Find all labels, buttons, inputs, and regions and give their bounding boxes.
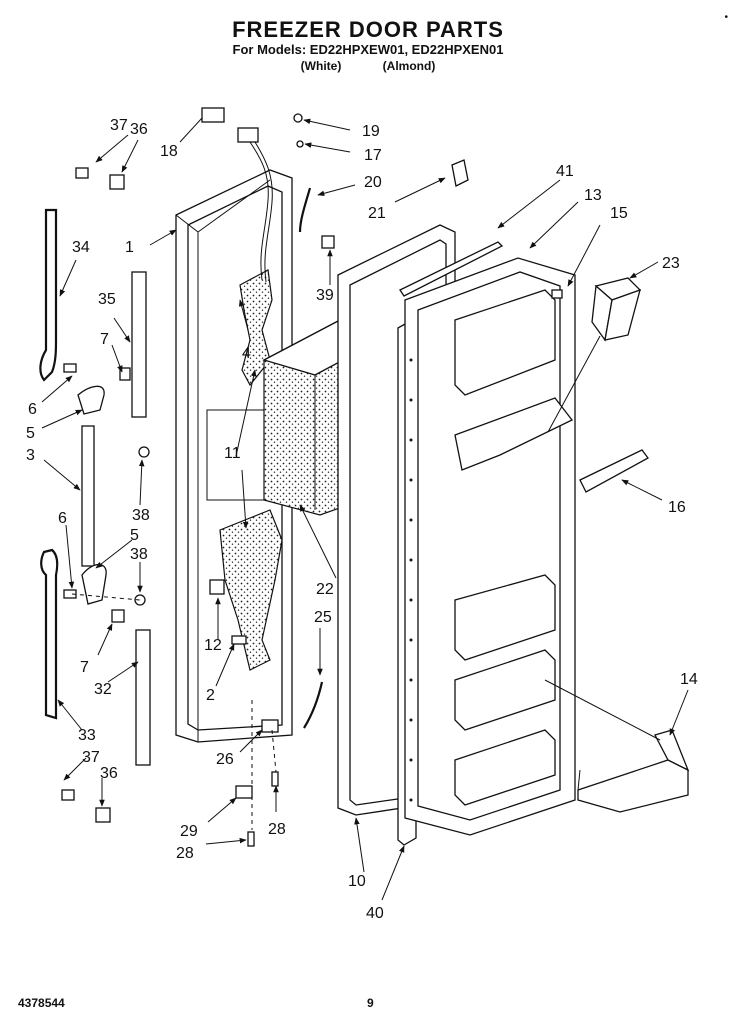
callout-22: 22 [316,581,334,598]
callout-26: 26 [216,751,234,768]
callout-15: 15 [610,205,628,222]
callout-5-upper: 5 [26,425,35,442]
callout-41: 41 [556,163,574,180]
callout-32: 32 [94,681,112,698]
top-trim-strip [399,241,504,297]
callout-29: 29 [180,823,198,840]
corner-mark: • [724,12,728,23]
door-liner [404,257,576,836]
callout-38-lower: 38 [130,546,148,563]
callout-33: 33 [78,727,96,744]
left-trim-parts [39,208,151,766]
callout-28-left: 28 [176,845,194,862]
callout-28-right: 28 [268,821,286,838]
callout-16: 16 [668,499,686,516]
callout-2: 2 [206,687,215,704]
callout-35: 35 [98,291,116,308]
shelf-rail [579,449,649,493]
callout-36-upper: 36 [130,121,148,138]
callout-21: 21 [368,205,386,222]
callout-14: 14 [680,671,698,688]
callout-37-lower: 37 [82,749,100,766]
callout-1: 1 [125,239,134,256]
ice-chute [591,277,642,342]
callout-labels: 1 2 3 4 5 5 6 6 7 7 10 11 12 13 14 15 16… [26,117,698,922]
callout-37-upper: 37 [110,117,128,134]
callout-25: 25 [314,609,332,626]
wire-harness [201,107,304,283]
callout-38-upper: 38 [132,507,150,524]
callout-20: 20 [364,174,382,191]
foam-insulation-lower [219,509,283,671]
callout-17: 17 [364,147,382,164]
callout-7-lower: 7 [80,659,89,676]
callout-5-lower: 5 [130,527,139,544]
assembly-lines [71,593,277,830]
hinge-hardware [61,167,150,823]
document-number: 4378544 [18,996,65,1010]
page-number: 9 [367,996,374,1010]
callout-23: 23 [662,255,680,272]
callout-34: 34 [72,239,90,256]
callout-40: 40 [366,905,384,922]
callout-36-lower: 36 [100,765,118,782]
callout-39: 39 [316,287,334,304]
callout-19: 19 [362,123,380,140]
callout-18: 18 [160,143,178,160]
door-bin [577,729,690,813]
model-numbers: For Models: ED22HPXEW01, ED22HPXEN01 [232,42,504,57]
diagram-header: FREEZER DOOR PARTS For Models: ED22HPXEW… [0,18,736,74]
callout-11: 11 [224,445,241,462]
color-white-label: (White) [300,59,342,73]
callout-4: 4 [242,345,251,362]
callout-3: 3 [26,447,35,464]
page-title: FREEZER DOOR PARTS [232,17,504,42]
callout-6-upper: 6 [28,401,37,418]
callout-10: 10 [348,873,366,890]
callout-7-upper: 7 [100,331,109,348]
color-almond-label: (Almond) [382,59,436,73]
callout-13: 13 [584,187,602,204]
callout-6-lower: 6 [58,510,67,527]
small-parts [209,159,563,847]
color-variants: (White) (Almond) [0,58,736,74]
liner-screw-row [409,358,413,802]
callout-12: 12 [204,637,222,654]
leader-lines [41,117,689,901]
